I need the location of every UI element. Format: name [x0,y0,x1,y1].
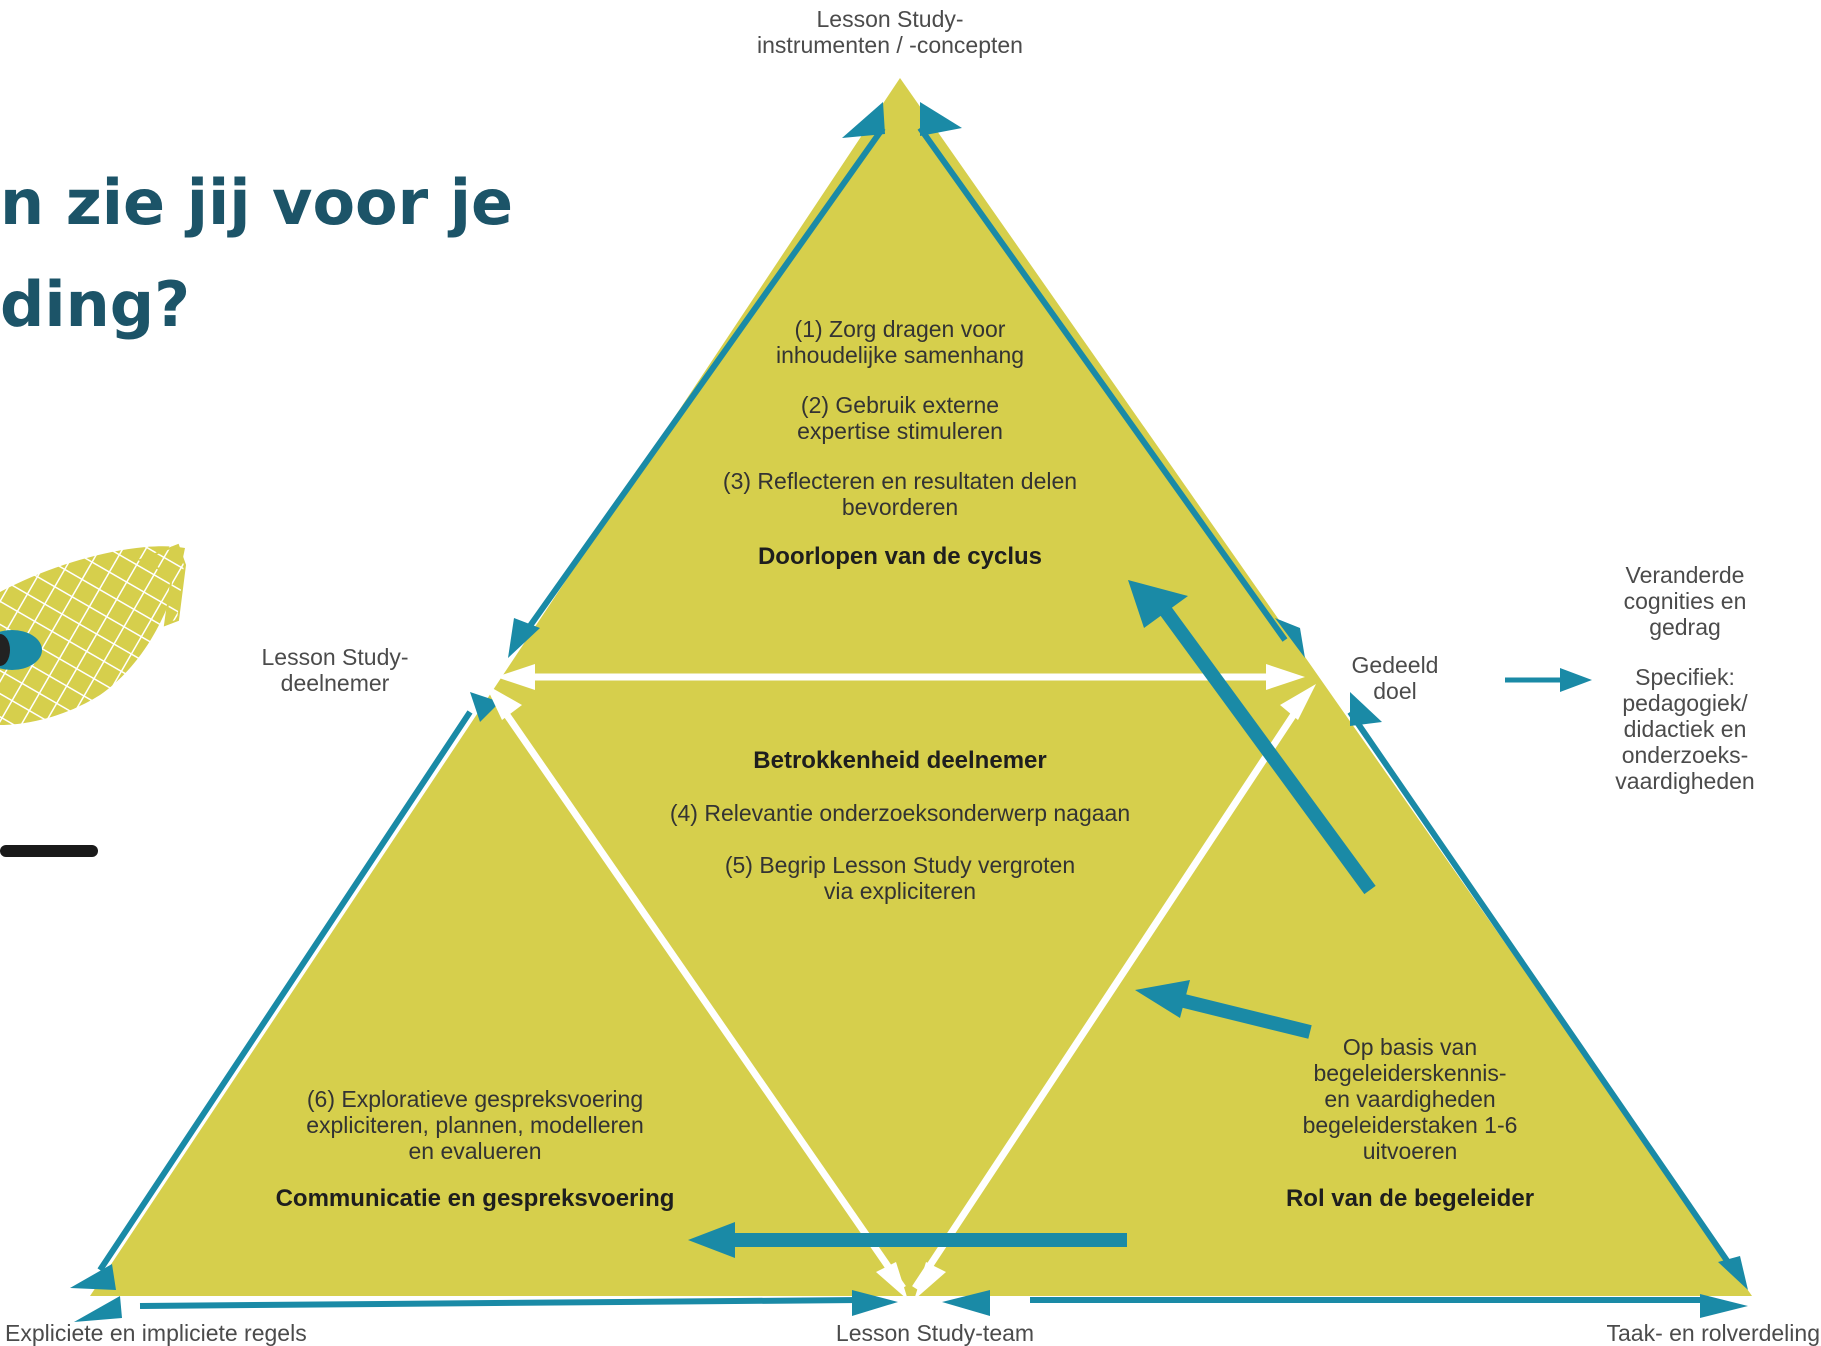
left-item-6: (6) Exploratieve gespreksvoering explici… [306,1086,644,1164]
inner-teal-arrows [728,605,1376,1247]
bottom-right-label: Taak- en rolverdeling [1606,1320,1820,1346]
outcome-arrow [1505,668,1592,692]
slide-heading-line-1: n zie jij voor je [0,166,514,239]
bottom-left-label: Expliciete en impliciete regels [5,1320,307,1346]
top-section-title: Doorlopen van de cyclus [757,543,1043,570]
bottom-center-label: Lesson Study-team [835,1320,1035,1346]
top-item-2: (2) Gebruik externe expertise stimuleren [797,392,1003,444]
left-section-title: Communicatie en gespreksvoering [275,1185,675,1212]
inner-white-lines [497,673,1303,1290]
outcome-label: Veranderde cognities en gedrag [1623,562,1747,640]
glasses-icon [0,543,187,857]
outer-triangle [90,78,1752,1296]
outer-edges [97,126,1735,1309]
inner-white-arrowheads [485,664,1316,1300]
slide-heading-line-2: ding? [0,268,191,341]
top-vertex-label: Lesson Study- instrumenten / -concepten [757,6,1023,58]
right-section-title: Rol van de begeleider [1285,1185,1535,1212]
middle-section-title: Betrokkenheid deelnemer [753,747,1047,774]
inner-teal-arrowheads [688,580,1190,1258]
left-vertex-label: Lesson Study- deelnemer [261,644,409,696]
top-item-3: (3) Reflecteren en resultaten delen bevo… [722,468,1078,520]
outcome-specific-label: Specifiek: pedagogiek/ didactiek en onde… [1615,664,1755,794]
outer-arrowheads [70,102,1748,1322]
top-item-1: (1) Zorg dragen voor inhoudelijke samenh… [775,316,1025,368]
right-basis-text: Op basis van begeleiderskennis- en vaard… [1302,1034,1518,1164]
right-vertex-label: Gedeeld doel [1351,652,1439,704]
middle-item-5: (5) Begrip Lesson Study vergroten via ex… [724,852,1076,904]
middle-item-4: (4) Relevantie onderzoeksonderwerp nagaa… [669,800,1131,826]
